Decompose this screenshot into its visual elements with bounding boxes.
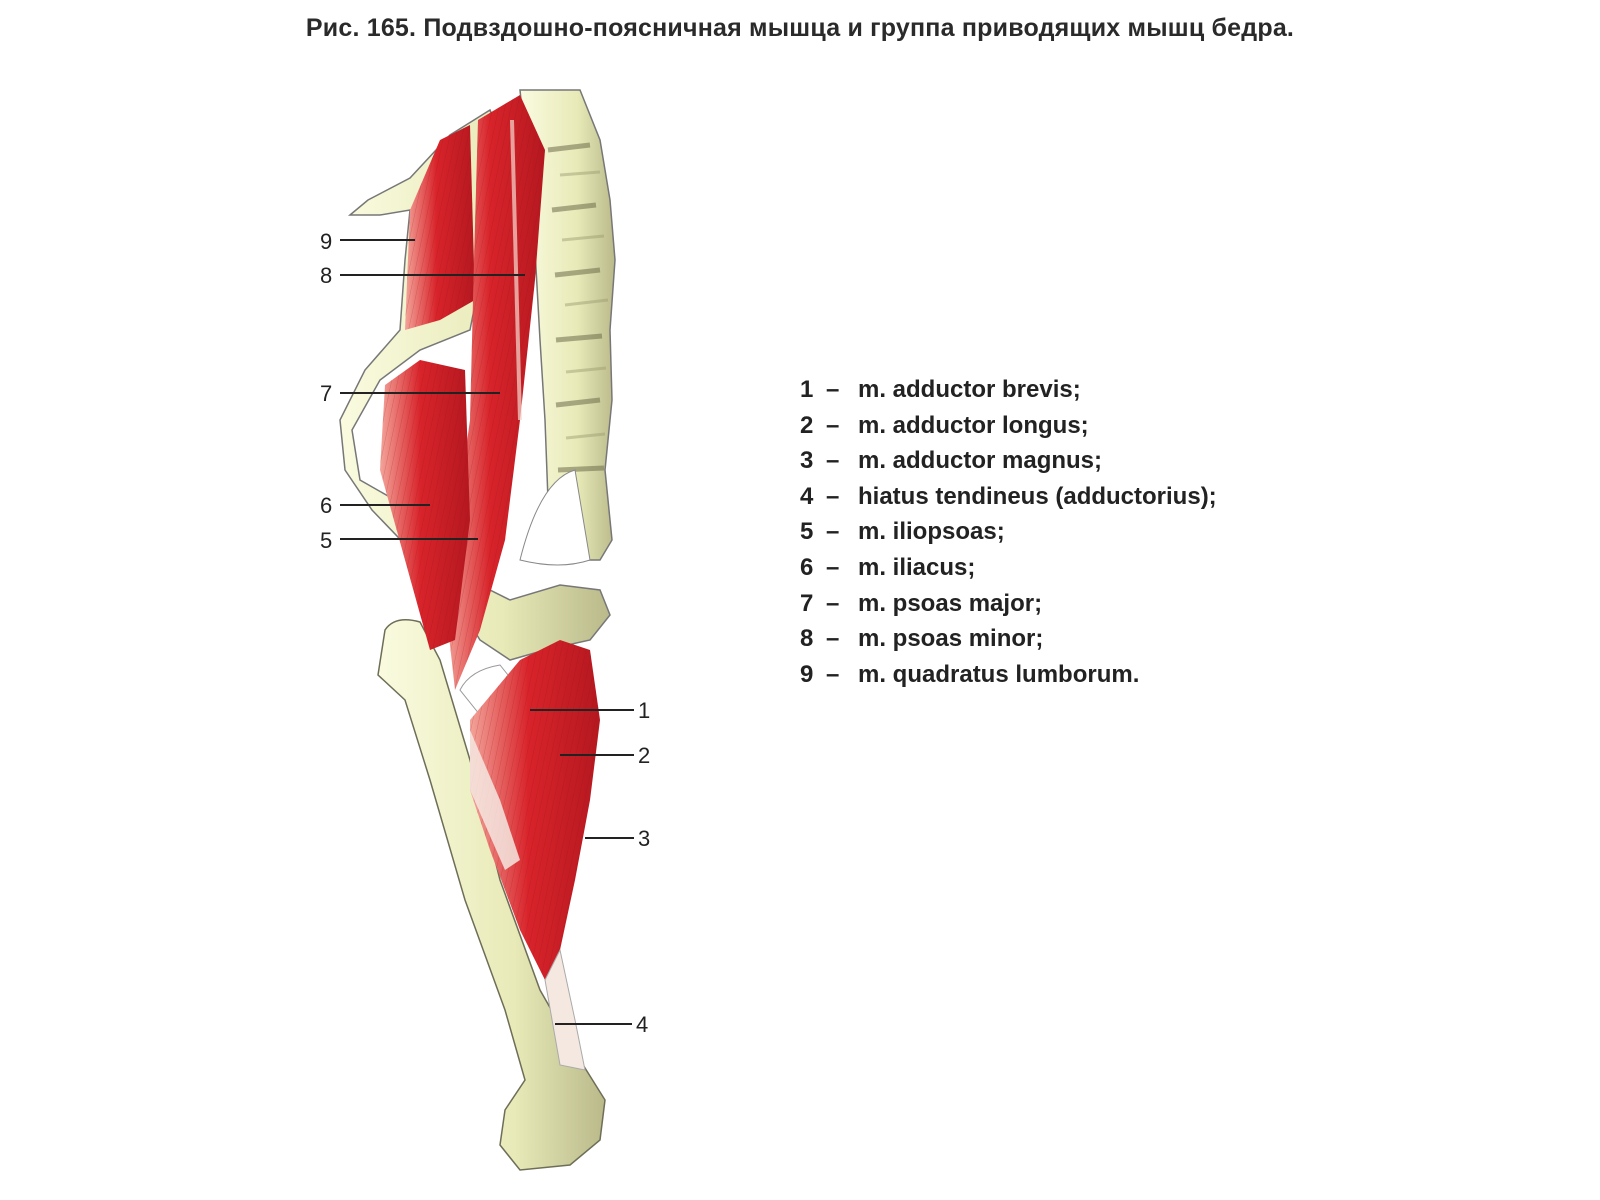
muscle-adductors: [470, 640, 600, 1071]
callout-9: 9: [320, 229, 332, 254]
legend-item: 4–hiatus tendineus (adductorius);: [800, 482, 1217, 510]
legend-item: 9–m. quadratus lumborum.: [800, 660, 1140, 688]
legend-item: 1–m. adductor brevis;: [800, 376, 1081, 403]
callout-2: 2: [638, 743, 650, 768]
lumbar-spine: [519, 89, 616, 561]
callout-5: 5: [320, 528, 332, 553]
callout-7: 7: [320, 381, 332, 406]
figure-caption: Рис. 165. Подвздошно-поясничная мышца и …: [305, 14, 1295, 42]
legend-item: 8–m. psoas minor;: [800, 625, 1044, 653]
legend-list: 1–m. adductor brevis; 2–m. adductor long…: [800, 372, 1217, 692]
callout-1: 1: [638, 698, 650, 723]
legend-item: 7–m. psoas major;: [800, 589, 1043, 617]
leader-lines: [340, 239, 634, 1025]
callout-6: 6: [320, 493, 332, 518]
legend-item: 5–m. iliopsoas;: [800, 518, 1005, 546]
legend-item: 6–m. iliacus;: [800, 553, 976, 581]
legend-item: 3–m. adductor magnus;: [800, 447, 1103, 475]
callout-4: 4: [636, 1012, 648, 1037]
callout-3: 3: [638, 826, 650, 851]
callout-8: 8: [320, 263, 332, 288]
legend-item: 2–m. adductor longus;: [800, 411, 1089, 439]
muscle-quadratus-lumborum: [405, 125, 475, 330]
femur-bone: [377, 619, 606, 1171]
